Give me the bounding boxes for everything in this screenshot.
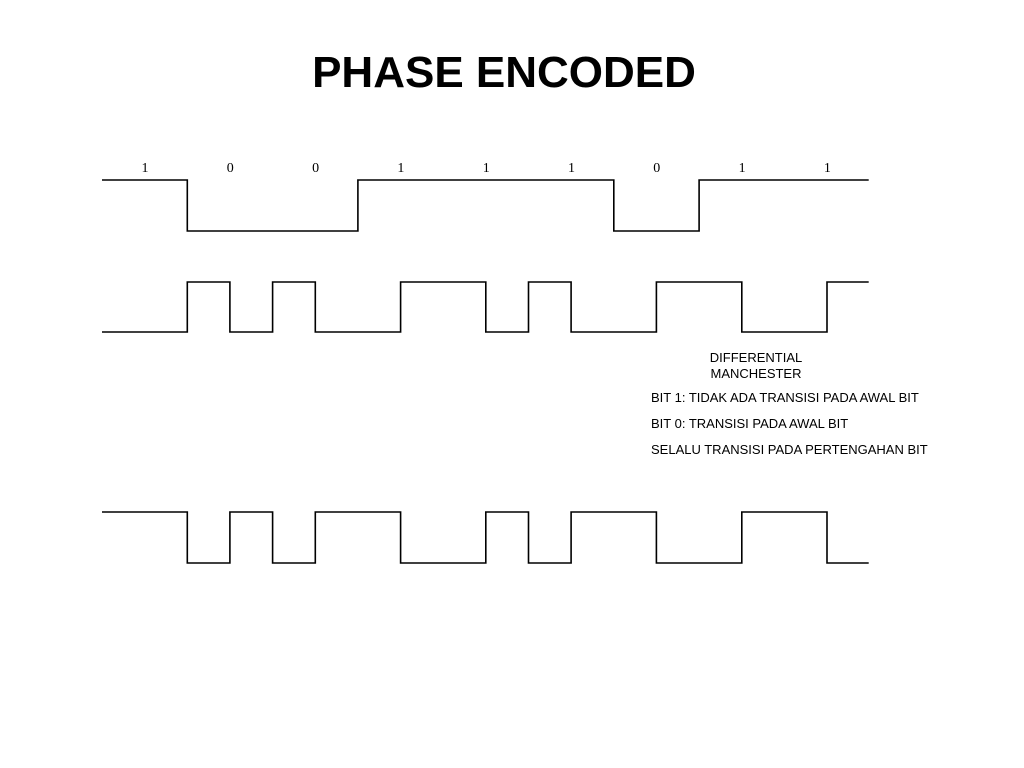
waveforms [102, 179, 869, 564]
waveform-1 [102, 179, 869, 232]
encoding-rules: BIT 1: TIDAK ADA TRANSISI PADA AWAL BIT … [651, 390, 941, 468]
slide-title: PHASE ENCODED [312, 48, 696, 97]
bit-label: 0 [227, 161, 234, 176]
bit-label: 1 [142, 161, 149, 176]
rule-mid-transition: SELALU TRANSISI PADA PERTENGAHAN BIT [651, 442, 928, 457]
rule-bit-0: BIT 0: TRANSISI PADA AWAL BIT [651, 416, 849, 431]
bit-label: 1 [568, 161, 575, 176]
bit-labels: 1 0 0 1 1 1 0 1 1 [142, 161, 831, 176]
bit-label: 0 [312, 161, 319, 176]
waveform-3 [102, 511, 869, 564]
rule-bit-1: BIT 1: TIDAK ADA TRANSISI PADA AWAL BIT [651, 390, 919, 405]
bit-label: 1 [824, 161, 831, 176]
waveform-2 [102, 281, 869, 333]
bit-label: 0 [653, 161, 660, 176]
bit-label: 1 [739, 161, 746, 176]
caption-line-1: DIFFERENTIAL [709, 350, 803, 365]
caption-line-2: MANCHESTER [710, 366, 802, 381]
bit-label: 1 [397, 161, 404, 176]
waveform-caption: DIFFERENTIAL MANCHESTER [700, 350, 812, 382]
bit-label: 1 [483, 161, 490, 176]
